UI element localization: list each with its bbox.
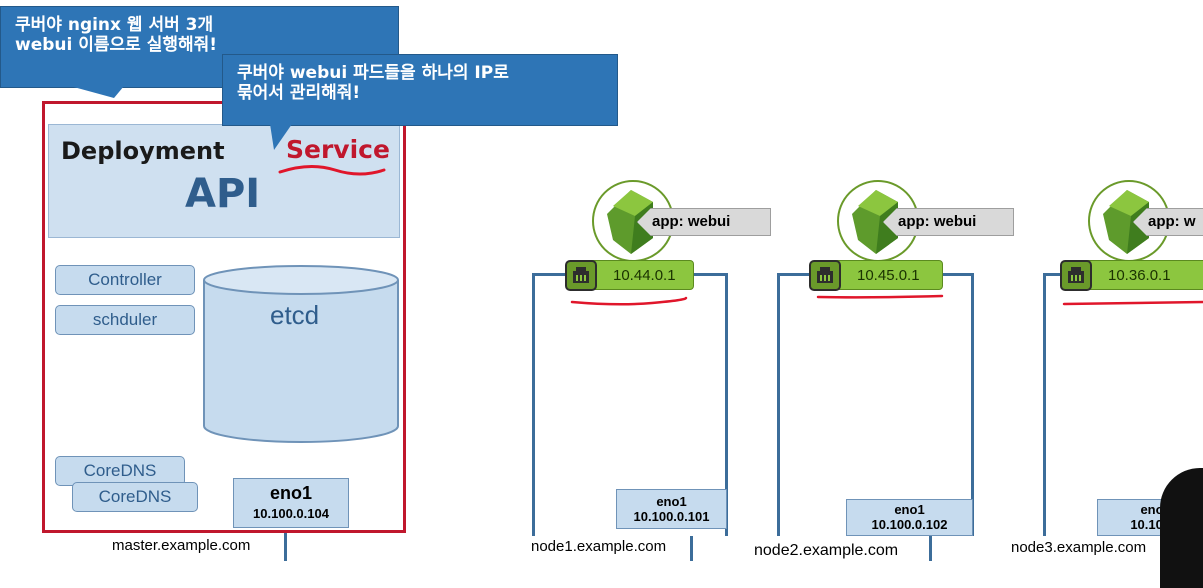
master-hostname: master.example.com [112, 537, 251, 554]
callout-deploy-line2: webui 이름으로 실행해줘! [15, 35, 218, 55]
node1-eno1-ip: 10.100.0.101 [633, 509, 710, 524]
deployment-label: Deployment [61, 137, 225, 165]
controller-box: Controller [55, 265, 195, 295]
node2-pod-circle [837, 180, 919, 262]
node3-pod-circle [1088, 180, 1170, 262]
ethernet-icon [809, 260, 841, 291]
node3-eno1-name: eno [1140, 502, 1164, 517]
callout-deploy-line1: 쿠버야 nginx 웹 서버 3개 [15, 15, 214, 35]
node1-pod-ip-bar: 10.44.0.1 [565, 260, 694, 291]
node1-ip-underline [570, 296, 688, 306]
node2-network-line [929, 536, 932, 561]
coredns-box-2: CoreDNS [72, 482, 198, 512]
node2-eno1-box: eno1 10.100.0.102 [846, 499, 973, 536]
node1-eno1-box: eno1 10.100.0.101 [616, 489, 727, 529]
node2-box [777, 273, 974, 536]
service-label: Service [286, 135, 390, 164]
callout-service-pointer [270, 124, 292, 150]
node3-pod-ip: 10.36.0.1 [1108, 267, 1171, 284]
callout-service-request: 쿠버야 webui 파드들을 하나의 IP로 묶어서 관리해줘! [222, 54, 618, 126]
etcd-cylinder [203, 265, 399, 443]
master-eno1-ip: 10.100.0.104 [253, 506, 329, 521]
api-server-box: Deployment Service API [48, 124, 400, 238]
node1-pod-ip: 10.44.0.1 [613, 267, 676, 284]
callout-service-line2: 묶어서 관리해줘! [237, 83, 361, 103]
node2-eno1-ip: 10.100.0.102 [871, 517, 948, 532]
node2-pod-ip-bar: 10.45.0.1 [809, 260, 943, 291]
master-eno1-box: eno1 10.100.0.104 [233, 478, 349, 528]
node1-app-label: app: webui [637, 208, 771, 236]
node3-pod-ip-bar: 10.36.0.1 [1060, 260, 1203, 291]
node1-eno1-name: eno1 [656, 494, 687, 509]
service-underline [278, 165, 386, 176]
node2-hostname: node2.example.com [754, 542, 899, 559]
node1-pod-circle [592, 180, 674, 262]
node2-app-label: app: webui [883, 208, 1014, 236]
callout-service-line1: 쿠버야 webui 파드들을 하나의 IP로 [237, 63, 509, 83]
master-network-line [284, 533, 287, 561]
node3-hostname: node3.example.com [1011, 539, 1147, 556]
callout-deploy-pointer [70, 86, 124, 98]
node2-eno1-name: eno1 [894, 502, 925, 517]
node1-hostname: node1.example.com [531, 538, 667, 555]
presenter-silhouette [1160, 468, 1203, 588]
etcd-label: etcd [270, 300, 320, 330]
scheduler-box: schduler [55, 305, 195, 335]
node3-app-label: app: w [1133, 208, 1203, 236]
api-label: API [185, 171, 261, 217]
ethernet-icon [1060, 260, 1092, 291]
node2-pod-ip: 10.45.0.1 [857, 267, 920, 284]
ethernet-icon [565, 260, 597, 291]
master-eno1-name: eno1 [269, 483, 312, 503]
node3-ip-underline [1062, 300, 1203, 306]
node2-ip-underline [816, 294, 944, 299]
node1-network-line [690, 536, 693, 561]
